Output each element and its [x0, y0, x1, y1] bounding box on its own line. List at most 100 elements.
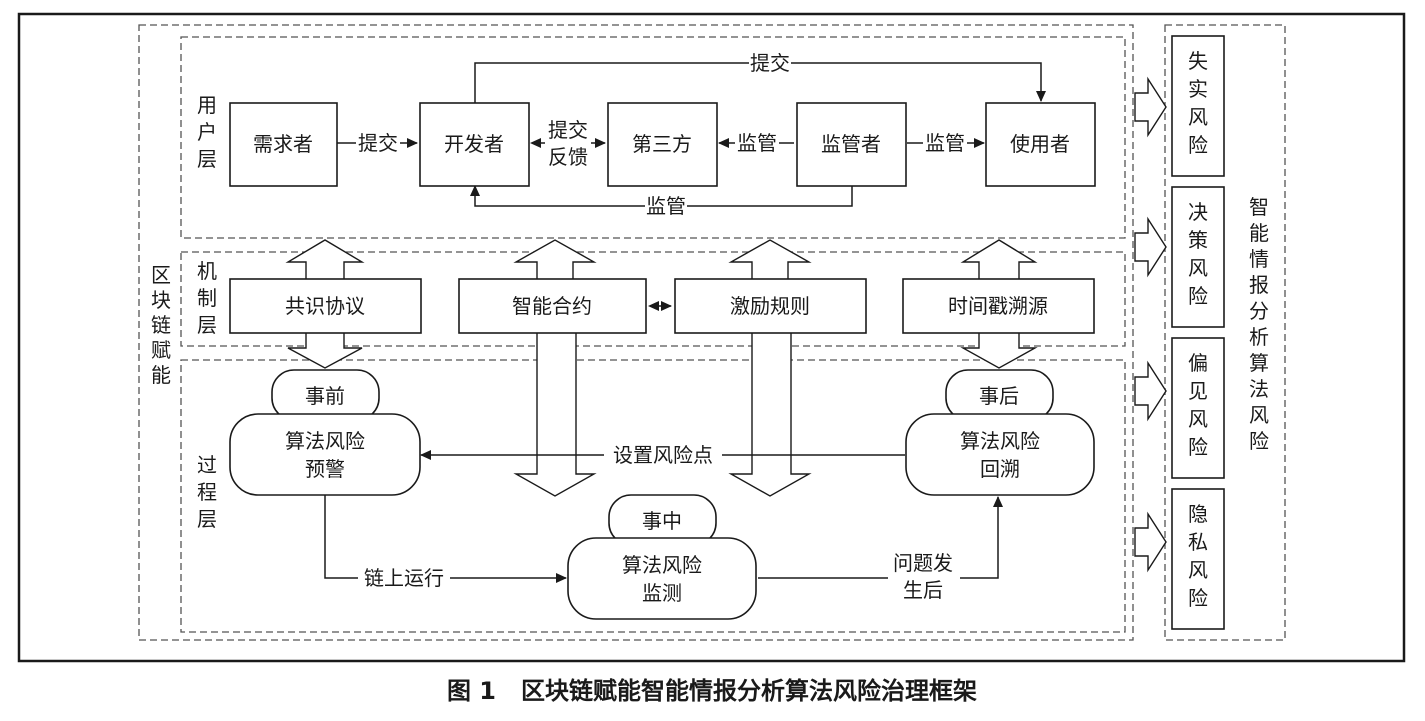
- edge-after-problem: [758, 496, 1003, 579]
- right-label-char: 算: [1249, 351, 1269, 375]
- node-label: 需求者: [253, 132, 313, 156]
- tag-during: 事中: [608, 494, 717, 546]
- right-label-char: 险: [1249, 429, 1269, 453]
- edge-label-after-problem-2: 生后: [903, 578, 943, 602]
- layer-label-char: 制: [197, 286, 217, 310]
- node-label: 时间戳溯源: [948, 294, 1048, 318]
- right-label-char: 风: [1249, 403, 1269, 427]
- node-label-line1: 算法风险: [622, 553, 702, 577]
- node-requester: 需求者: [229, 102, 338, 187]
- edge-label-feedback: 反馈: [548, 145, 588, 169]
- risk-char: 实: [1188, 77, 1208, 101]
- user-layer-region: [180, 36, 1126, 239]
- tag-label: 事前: [305, 384, 345, 408]
- layer-label-char: 程: [197, 480, 217, 504]
- tag-before: 事前: [271, 369, 380, 421]
- right-label-char: 析: [1249, 325, 1269, 349]
- label-bg: [923, 131, 967, 155]
- risk-char: 险: [1188, 284, 1208, 308]
- node-label: 共识协议: [285, 294, 365, 318]
- edge-label-after-problem-1: 问题发: [893, 551, 953, 575]
- up-arrow-incentive: [728, 239, 812, 279]
- edge-label-submit-top: 提交: [750, 51, 790, 75]
- right-label-char: 智: [1249, 195, 1269, 219]
- long-down-arrow-smart-contract: [513, 333, 597, 497]
- risk-char: 风: [1188, 256, 1208, 280]
- risk-char: 偏: [1188, 351, 1208, 375]
- figure-frame: [17, 12, 1406, 663]
- up-arrow-consensus: [285, 239, 365, 279]
- node-consensus: 共识协议: [229, 278, 422, 334]
- outer-label-char: 链: [151, 313, 171, 337]
- up-arrow-timestamp: [960, 239, 1038, 279]
- mechanism-layer-label: 机 制 层: [197, 259, 217, 337]
- layer-label-char: 层: [197, 507, 217, 531]
- right-arrow-risk-4: [1134, 511, 1167, 573]
- node-label: 激励规则: [730, 294, 810, 318]
- node-supervisor: 监管者: [796, 102, 907, 187]
- risk-region: [1164, 24, 1286, 641]
- node-third-party: 第三方: [607, 102, 718, 187]
- label-bg: [604, 442, 722, 468]
- node-label-line1: 算法风险: [960, 429, 1040, 453]
- label-bg: [645, 194, 687, 218]
- node-label: 第三方: [632, 132, 692, 156]
- node-monitoring: 算法风险 监测: [567, 537, 757, 620]
- right-label-char: 能: [1249, 221, 1269, 245]
- outer-label-char: 赋: [151, 338, 171, 362]
- label-bg: [735, 131, 779, 155]
- edge-label-supervise: 监管: [737, 131, 777, 155]
- risk-box-3: 偏 见 风 险: [1171, 337, 1225, 479]
- outer-label-char: 块: [151, 288, 171, 312]
- right-label-char: 情: [1249, 247, 1269, 271]
- risk-box-1: 失 实 风 险: [1171, 35, 1225, 177]
- user-layer-label: 用 户 层: [197, 93, 217, 171]
- risk-box-2: 决 策 风 险: [1171, 186, 1225, 328]
- layer-label-char: 户: [197, 120, 217, 144]
- node-incentive: 激励规则: [674, 278, 867, 334]
- node-user: 使用者: [985, 102, 1096, 187]
- risk-char: 险: [1188, 133, 1208, 157]
- risk-char: 风: [1188, 407, 1208, 431]
- node-warning: 算法风险 预警: [229, 413, 421, 496]
- right-arrow-risk-1: [1134, 76, 1167, 138]
- node-label-line2: 监测: [642, 581, 682, 605]
- node-label: 开发者: [444, 132, 504, 156]
- outer-label-char: 区: [151, 263, 171, 287]
- risk-box-4: 隐 私 风 险: [1171, 488, 1225, 630]
- outer-vertical-label: 区 块 链 赋 能: [151, 263, 171, 387]
- layer-label-char: 用: [197, 93, 217, 117]
- node-timestamp: 时间戳溯源: [902, 278, 1095, 334]
- risk-char: 隐: [1188, 502, 1208, 526]
- node-label-line1: 算法风险: [285, 429, 365, 453]
- node-developer: 开发者: [419, 102, 530, 187]
- tag-after: 事后: [945, 369, 1054, 421]
- node-label: 使用者: [1010, 132, 1070, 156]
- outer-label-char: 能: [151, 363, 171, 387]
- blockchain-enabling-region: [138, 24, 1134, 641]
- down-arrow-consensus: [287, 333, 363, 369]
- right-label-char: 报: [1249, 273, 1269, 297]
- label-bg: [356, 131, 400, 155]
- risk-char: 险: [1188, 586, 1208, 610]
- right-arrow-risk-3: [1134, 360, 1167, 422]
- edge-label-supervise-bottom: 监管: [646, 194, 686, 218]
- risk-char: 策: [1188, 228, 1208, 252]
- edge-label-supervise-2: 监管: [925, 131, 965, 155]
- right-label-char: 分: [1249, 299, 1269, 323]
- edge-label-set-risk-point: 设置风险点: [613, 443, 713, 467]
- risk-char: 失: [1188, 49, 1208, 73]
- risk-char: 决: [1188, 200, 1208, 224]
- edge-label-submit: 提交: [358, 131, 398, 155]
- label-bg: [888, 550, 960, 604]
- layer-label-char: 机: [197, 259, 217, 283]
- process-layer-region: [180, 359, 1126, 633]
- long-down-arrow-incentive: [728, 333, 812, 497]
- layer-label-char: 层: [197, 313, 217, 337]
- node-label: 智能合约: [512, 294, 592, 318]
- up-arrow-smart-contract: [513, 239, 597, 279]
- edge-on-chain: [324, 495, 567, 583]
- edge-label-submit-2: 提交: [548, 118, 588, 142]
- right-vertical-label: 智 能 情 报 分 析 算 法 风 险: [1249, 195, 1269, 453]
- tag-label: 事中: [642, 509, 682, 533]
